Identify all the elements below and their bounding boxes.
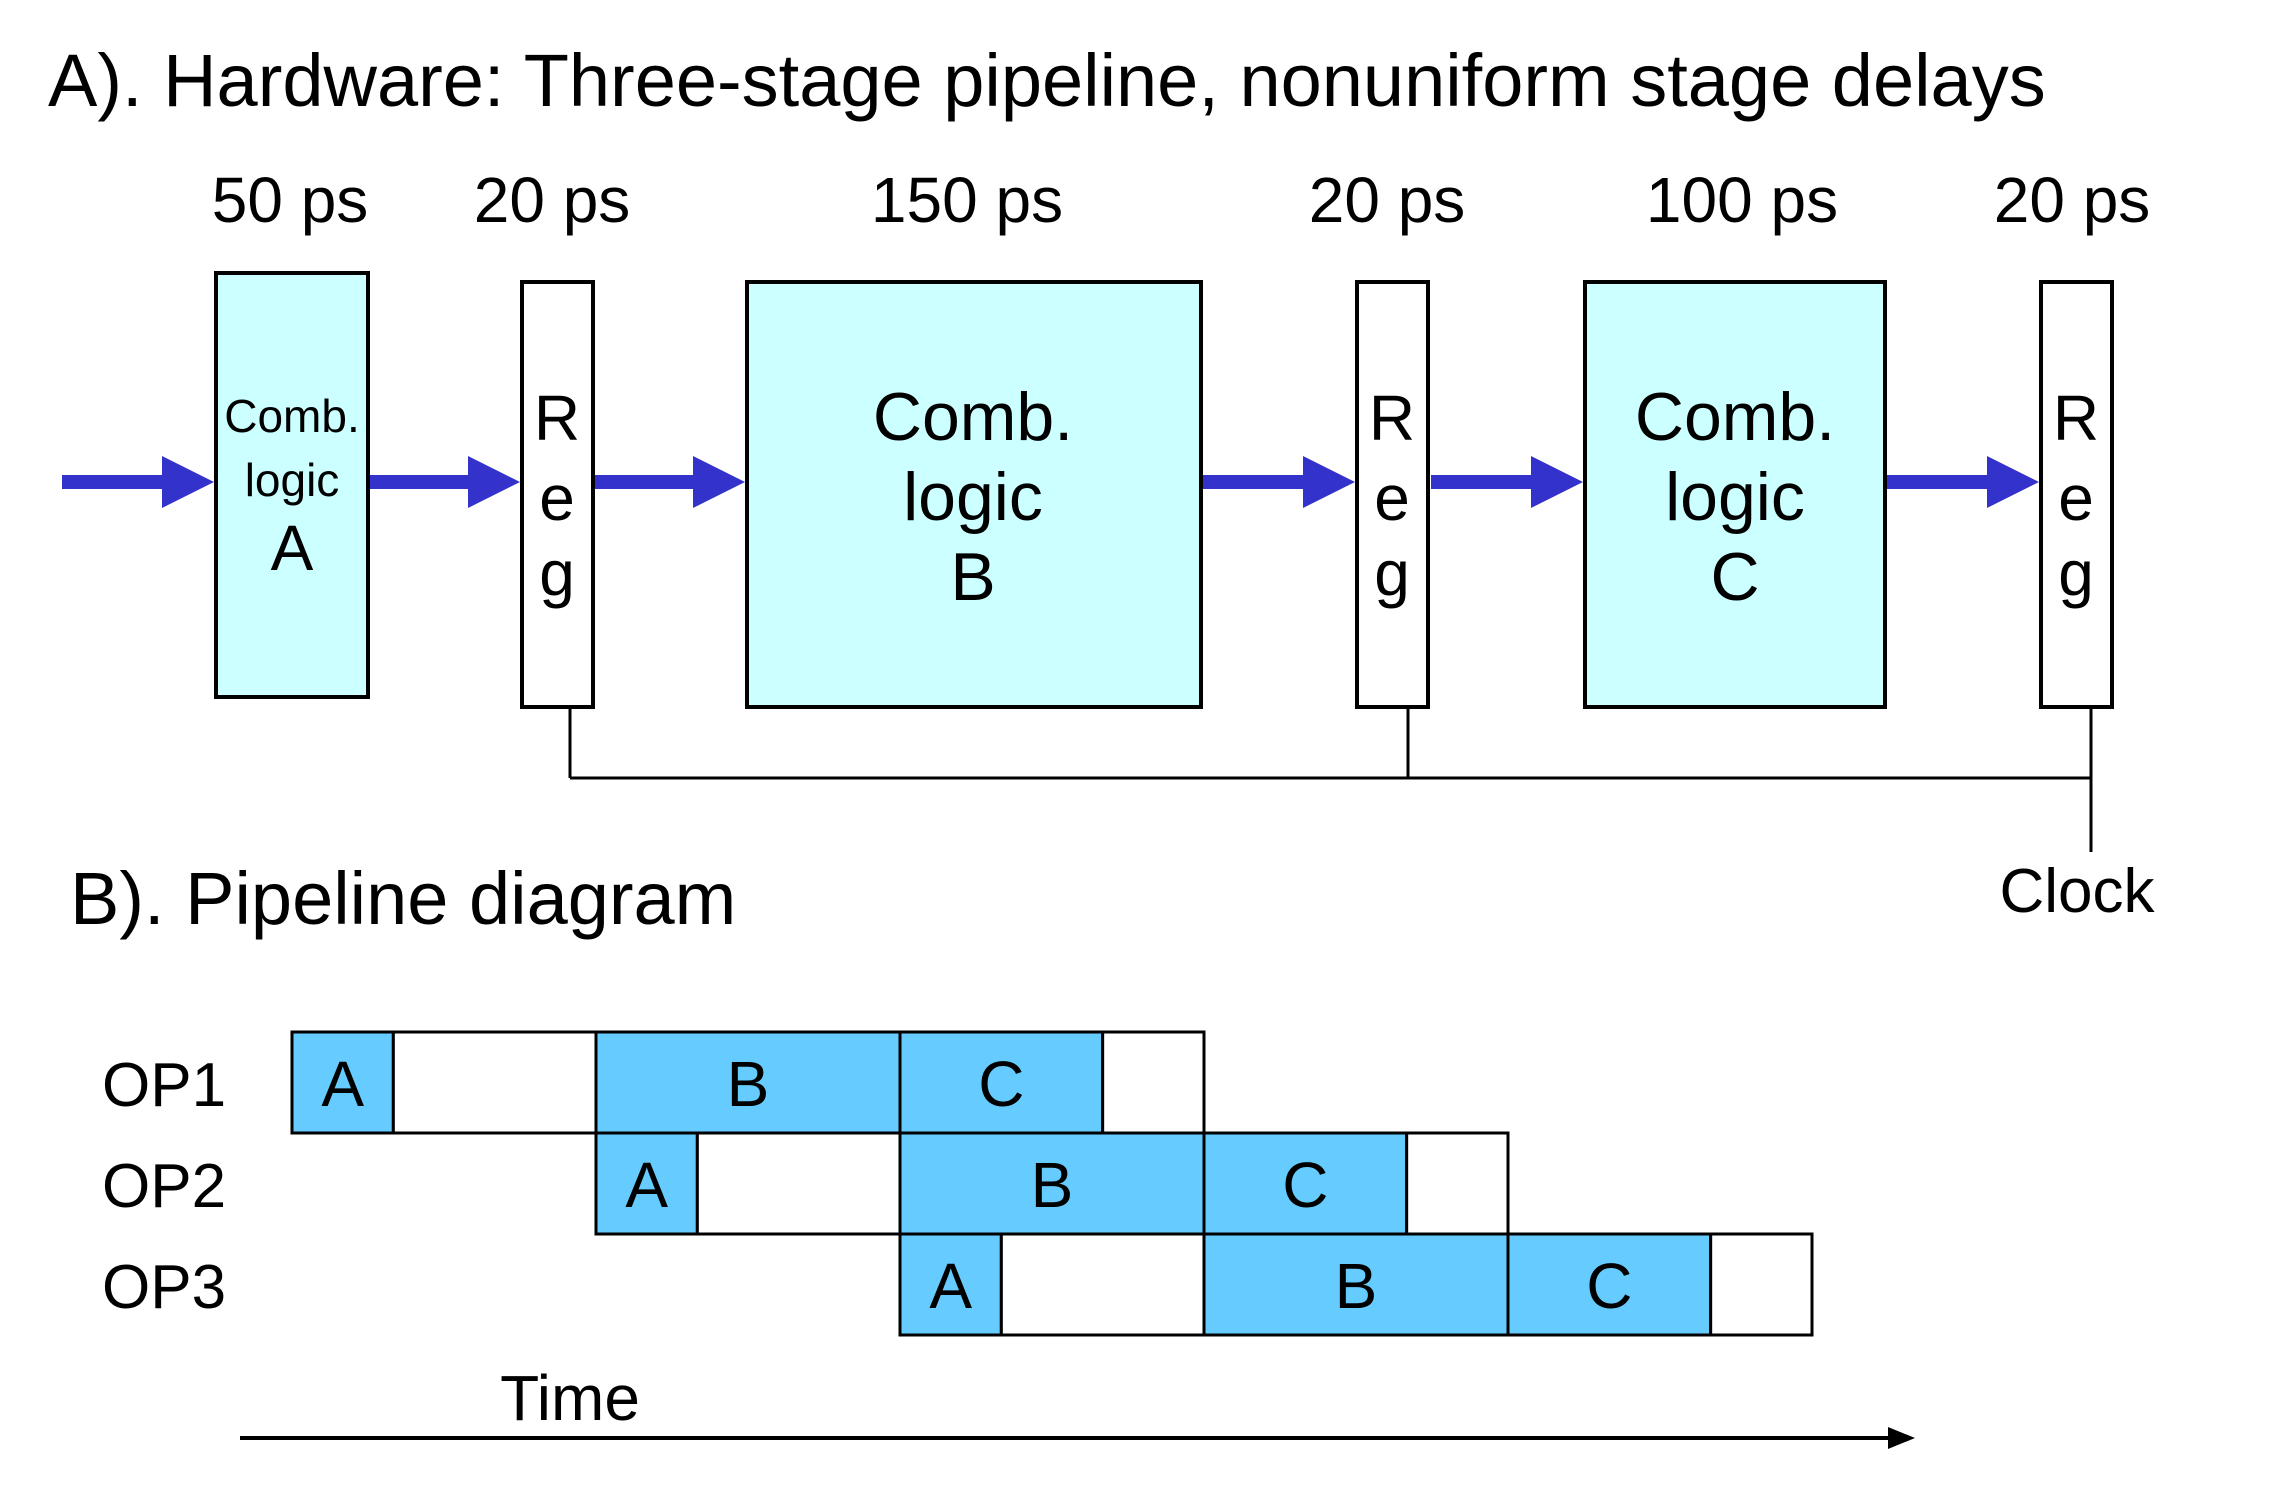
stage-cell-label: A xyxy=(929,1250,972,1322)
stage-cell-label: C xyxy=(1282,1149,1328,1221)
idle-cell xyxy=(1101,1030,1206,1135)
idle-cell xyxy=(1709,1232,1814,1337)
idle-cell xyxy=(695,1131,902,1236)
arrow-c-to-reg3 xyxy=(1887,456,2039,508)
op-label: OP3 xyxy=(102,1253,226,1322)
register-1: R e g xyxy=(520,280,595,709)
stage-cell-label: C xyxy=(1586,1250,1632,1322)
delay-label-reg-3: 20 ps xyxy=(1994,164,2151,236)
time-label: Time xyxy=(500,1362,640,1434)
stage-cell-c xyxy=(1506,1232,1713,1337)
arrow-reg2-to-c xyxy=(1431,456,1583,508)
comb-logic-a: Comb. logic A xyxy=(214,271,370,699)
time-arrow xyxy=(240,1427,1915,1449)
register-3: R e g xyxy=(2039,280,2114,709)
arrow-b-to-reg2 xyxy=(1203,456,1355,508)
op-label: OP1 xyxy=(102,1051,226,1120)
delay-label-comb-a: 50 ps xyxy=(212,164,369,236)
data-flow-arrows xyxy=(62,456,2039,508)
idle-cell xyxy=(1405,1131,1510,1236)
comb-b-line2: logic xyxy=(903,459,1043,535)
reg2-letter-g: g xyxy=(1374,537,1410,609)
reg2-letter-r: R xyxy=(1369,382,1415,454)
reg2-letter-e: e xyxy=(1374,462,1410,534)
comb-logic-c: Comb. logic C xyxy=(1583,280,1887,709)
comb-a-line1: Comb. xyxy=(224,390,359,442)
stage-cell-a xyxy=(290,1030,395,1135)
stage-cell-label: A xyxy=(321,1048,364,1120)
comb-b-line3: B xyxy=(950,539,995,615)
delay-label-reg-1: 20 ps xyxy=(474,164,631,236)
stage-cell-label: B xyxy=(1031,1149,1074,1221)
delay-label-reg-2: 20 ps xyxy=(1309,164,1466,236)
register-2: R e g xyxy=(1355,280,1430,709)
stage-cell-c xyxy=(898,1030,1105,1135)
delay-label-comb-b: 150 ps xyxy=(871,164,1063,236)
stage-cell-b xyxy=(898,1131,1206,1236)
delay-label-comb-c: 100 ps xyxy=(1646,164,1838,236)
clock-label: Clock xyxy=(1999,857,2155,926)
arrow-reg1-to-b xyxy=(593,456,745,508)
comb-a-line2: logic xyxy=(245,454,340,506)
title-hardware: A). Hardware: Three-stage pipeline, nonu… xyxy=(48,39,2046,122)
reg3-letter-g: g xyxy=(2058,537,2094,609)
reg3-letter-r: R xyxy=(2053,382,2099,454)
op-label: OP2 xyxy=(102,1152,226,1221)
stage-cell-b xyxy=(594,1030,902,1135)
comb-c-line3: C xyxy=(1710,539,1759,615)
comb-c-line1: Comb. xyxy=(1635,379,1835,455)
comb-a-line3: A xyxy=(271,512,314,584)
stage-cell-a xyxy=(594,1131,699,1236)
reg1-letter-e: e xyxy=(539,462,575,534)
stage-cell-label: B xyxy=(727,1048,770,1120)
comb-logic-b: Comb. logic B xyxy=(745,280,1203,709)
stage-cell-label: C xyxy=(978,1048,1024,1120)
pipeline-row: OP3 A B C xyxy=(102,1232,1814,1337)
reg1-letter-r: R xyxy=(534,382,580,454)
pipeline-row: OP2 A B C xyxy=(102,1131,1510,1236)
comb-c-line2: logic xyxy=(1665,459,1805,535)
idle-cell xyxy=(999,1232,1206,1337)
title-pipeline-diagram: B). Pipeline diagram xyxy=(70,857,736,940)
arrow-a-to-reg1 xyxy=(368,456,520,508)
input-arrow xyxy=(62,456,214,508)
reg1-letter-g: g xyxy=(539,537,575,609)
idle-cell xyxy=(391,1030,598,1135)
reg3-letter-e: e xyxy=(2058,462,2094,534)
stage-cell-label: B xyxy=(1335,1250,1378,1322)
comb-b-line1: Comb. xyxy=(873,379,1073,455)
pipeline-row: OP1 A B C xyxy=(102,1030,1206,1135)
stage-cell-label: A xyxy=(625,1149,668,1221)
clock-wiring xyxy=(568,707,2093,852)
